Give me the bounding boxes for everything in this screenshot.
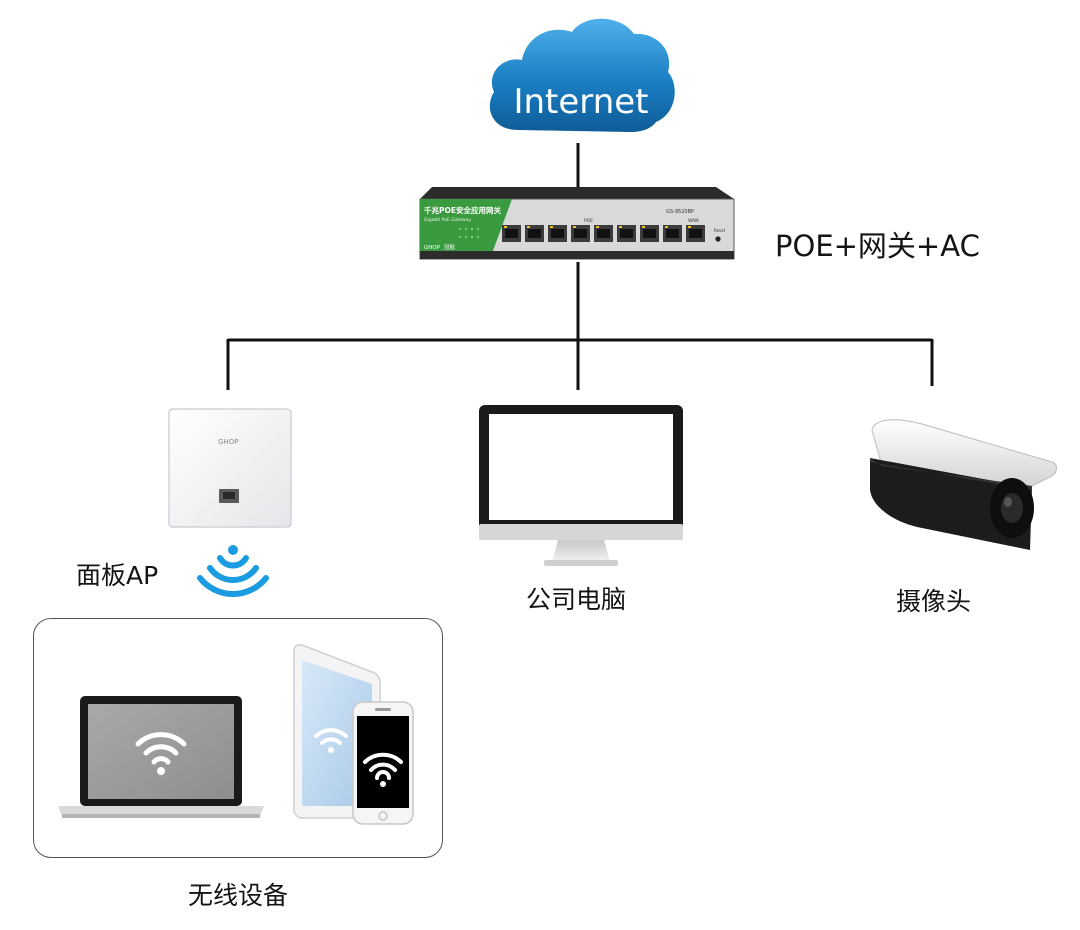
switch-brand-text: 千兆POE安全应用网关: [424, 205, 501, 215]
laptop-icon: [58, 696, 264, 818]
port-led: [688, 226, 691, 228]
monitor-icon: [479, 405, 683, 566]
port-socket: [689, 229, 702, 238]
port-led: [665, 226, 668, 228]
camera-label: 摄像头: [896, 587, 972, 616]
port-led: [550, 226, 553, 228]
port-led: [596, 226, 599, 228]
wifi-signal-icon: [197, 545, 269, 597]
panel-ap-logo: GHOP: [218, 438, 238, 446]
switch-ports: [502, 225, 705, 242]
port-led: [573, 226, 576, 228]
switch-reset-label: Reset: [714, 228, 726, 233]
switch-reset-button: [715, 236, 721, 242]
cloud-label: Internet: [513, 82, 648, 122]
switch-logo: GHOP: [424, 245, 441, 251]
switch-uplink-label: WAN: [688, 218, 699, 224]
switch-status-leds: [459, 228, 479, 238]
port-led: [527, 226, 530, 228]
switch-model: GS-9520BP: [666, 209, 694, 215]
port-led: [619, 226, 622, 228]
port-socket: [528, 229, 541, 238]
port-led: [642, 226, 645, 228]
wireless-group-label: 无线设备: [188, 881, 289, 910]
switch-logo-cn: 冠航: [444, 243, 456, 251]
port-socket: [574, 229, 587, 238]
port-socket: [597, 229, 610, 238]
port-socket: [551, 229, 564, 238]
cloud-icon: Internet: [489, 18, 675, 132]
port-socket: [620, 229, 633, 238]
tablet-wifi-icon: [314, 728, 348, 745]
wireless-group-box: [33, 618, 443, 858]
camera-icon: [870, 419, 1057, 550]
phone-icon: [352, 701, 414, 825]
switch-label: POE+网关+AC: [775, 229, 980, 263]
phone-wifi-icon: [363, 752, 403, 780]
laptop-wifi-icon: [135, 732, 187, 765]
switch-sub-text: Gigabit PoE Gateway: [424, 217, 471, 223]
port-socket: [666, 229, 679, 238]
computer-label: 公司电脑: [526, 585, 627, 614]
port-socket: [643, 229, 656, 238]
switch-icon: 千兆POE安全应用网关 Gigabit PoE Gateway GHOP 冠航 …: [419, 187, 735, 260]
port-led: [504, 226, 507, 228]
port-socket: [505, 229, 518, 238]
panel-ap-label: 面板AP: [76, 561, 159, 590]
switch-port-group-label: POE: [584, 218, 593, 224]
panel-ap-icon: GHOP: [168, 408, 292, 528]
